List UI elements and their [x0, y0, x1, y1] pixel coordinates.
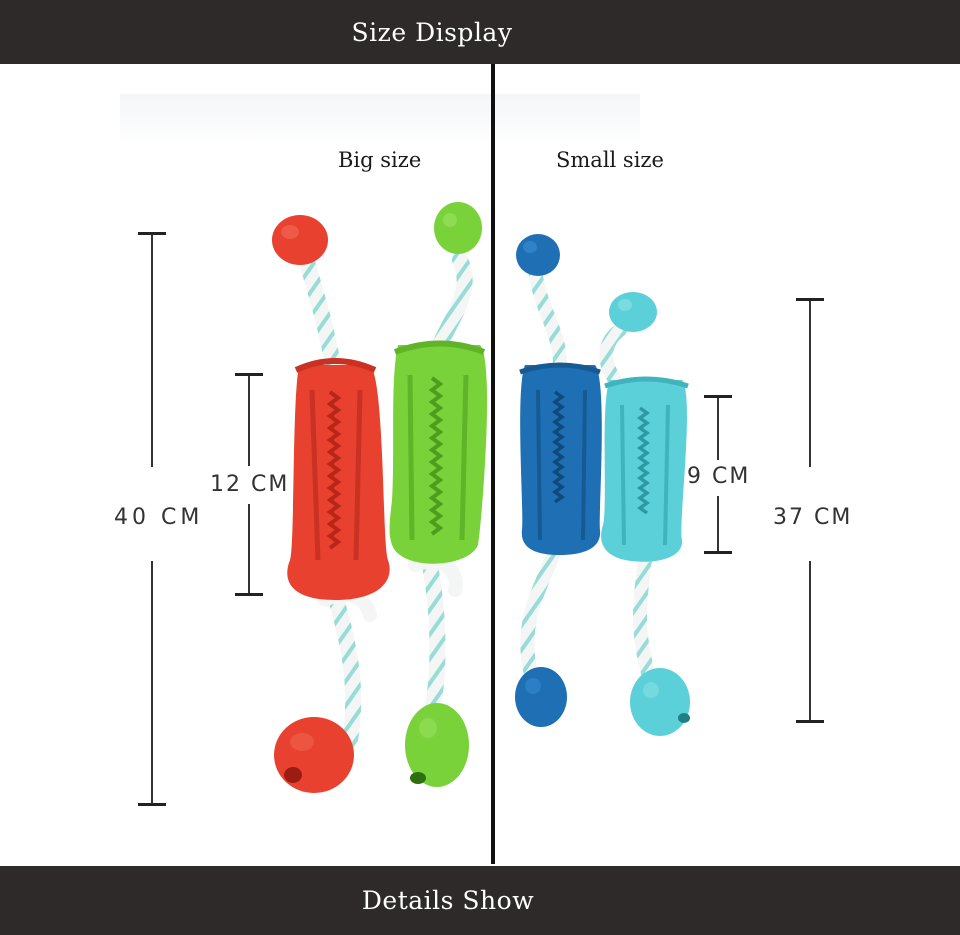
small-size-label: Small size [556, 148, 664, 172]
top-title-bar: Size Display [0, 0, 960, 64]
big-total-measure: 40 CM [114, 505, 204, 530]
green-big-toy [389, 202, 488, 787]
small-body-line-upper [717, 398, 719, 460]
small-body-measure: 9 CM [687, 464, 751, 489]
blue-small-toy [515, 234, 602, 727]
cyan-small-toy [599, 292, 690, 736]
big-total-bottom-tick [138, 803, 166, 806]
big-body-line-upper [248, 376, 250, 466]
small-total-measure: 37 CM [773, 505, 853, 530]
small-body-line-lower [717, 496, 719, 551]
red-big-toy [272, 215, 390, 793]
background-haze [120, 94, 640, 144]
big-body-top-tick [235, 373, 263, 376]
big-body-bottom-tick [235, 593, 263, 596]
center-divider [491, 64, 495, 864]
big-body-line-lower [248, 504, 250, 593]
small-total-line-lower [809, 561, 811, 720]
small-body-bottom-tick [704, 551, 732, 554]
product-photo [0, 64, 960, 866]
big-body-measure: 12 CM [210, 472, 290, 497]
small-body-top-tick [704, 395, 732, 398]
dog-toys-illustration [272, 202, 690, 793]
small-total-top-tick [796, 298, 824, 301]
big-total-line-upper [151, 235, 153, 467]
small-total-line-upper [809, 301, 811, 467]
details-show-title: Details Show [361, 886, 535, 915]
big-total-line-lower [151, 561, 153, 803]
big-total-top-tick [138, 232, 166, 235]
size-display-title: Size Display [351, 17, 513, 47]
small-total-bottom-tick [796, 720, 824, 723]
big-size-label: Big size [338, 148, 422, 172]
bottom-title-bar: Details Show [0, 866, 960, 935]
